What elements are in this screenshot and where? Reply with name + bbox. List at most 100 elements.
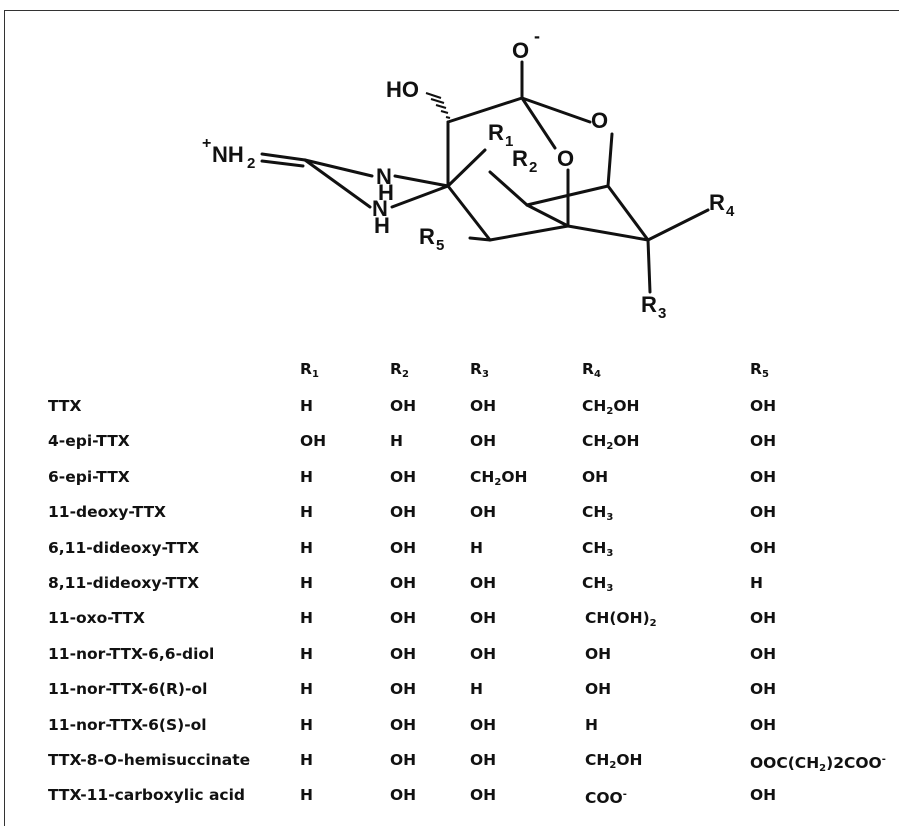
table-cell-r4: COO- xyxy=(585,789,627,808)
bond xyxy=(606,132,614,188)
table-cell-r2: OH xyxy=(390,644,417,663)
table-cell-r4: CH3 xyxy=(582,503,614,524)
bond xyxy=(606,184,650,242)
row-name: 11-oxo-TTX xyxy=(48,609,145,628)
bond xyxy=(390,184,450,209)
table-cell-r5: OH xyxy=(750,432,777,451)
bond xyxy=(520,96,557,150)
table-cell-r1: H xyxy=(300,715,313,734)
table-cell-r5: OH xyxy=(750,609,777,628)
table-cell-r2: OH xyxy=(390,609,417,628)
label-r4-sub: 4 xyxy=(726,203,735,220)
table-cell-r5: H xyxy=(750,574,763,592)
table-cell-r2: OH xyxy=(390,503,417,522)
table-cell-r5: OOC(CH2)2COO- xyxy=(750,754,886,774)
table-cell-r1: H xyxy=(300,680,313,699)
label-r3: R xyxy=(641,292,657,317)
table-cell-r2: OH xyxy=(390,538,417,557)
table-cell-r1: H xyxy=(300,609,313,628)
bond xyxy=(488,224,570,242)
label-r4: R xyxy=(709,190,725,215)
table-cell-r4: H xyxy=(585,715,598,734)
atom-nh-lower-h: H xyxy=(374,213,390,238)
table-cell-r1: H xyxy=(300,467,313,486)
table-cell-r4: CH3 xyxy=(582,538,614,559)
atom-nh-upper-n: N xyxy=(376,164,392,189)
table-cell-r5: OH xyxy=(750,680,777,699)
atom-o-ring-lower: O xyxy=(557,146,574,171)
bond xyxy=(646,238,652,294)
table-cell-r5: OH xyxy=(750,397,777,415)
row-name: 11-deoxy-TTX xyxy=(48,503,166,522)
row-name: 11-nor-TTX-6(S)-ol xyxy=(48,715,207,734)
column-header-r4: R4 xyxy=(582,360,601,380)
bond xyxy=(566,224,650,242)
table-cell-r5: OH xyxy=(750,503,777,522)
table-cell-r3: OH xyxy=(470,574,497,592)
row-name: TTX-8-O-hemisuccinate xyxy=(48,751,251,769)
table-cell-r3: OH xyxy=(470,644,497,663)
table-cell-r4: OH xyxy=(582,467,609,486)
atom-o-minus: O xyxy=(512,38,529,63)
table-cell-r3: OH xyxy=(470,786,497,805)
table-cell-r2: OH xyxy=(390,574,417,592)
table-cell-r4: CH2OH xyxy=(582,432,640,453)
charge-o-minus: - xyxy=(534,26,540,46)
atom-nh2-sub: 2 xyxy=(247,155,255,172)
bond xyxy=(446,184,492,242)
table-cell-r4: CH3 xyxy=(582,574,614,594)
column-header-r3: R3 xyxy=(470,360,489,380)
row-name: 6-epi-TTX xyxy=(48,467,130,486)
table-cell-r4: OH xyxy=(585,680,612,699)
column-header-r2: R2 xyxy=(390,360,409,380)
table-cell-r2: OH xyxy=(390,680,417,699)
row-name: 8,11-dideoxy-TTX xyxy=(48,574,200,592)
table-cell-r5: OH xyxy=(750,715,777,734)
table-cell-r3: OH xyxy=(470,397,497,415)
bond xyxy=(446,96,524,124)
atom-nh-upper-h: H xyxy=(378,180,394,205)
bond xyxy=(260,152,307,162)
table-cell-r2: OH xyxy=(390,715,417,734)
row-name: 6,11-dideoxy-TTX xyxy=(48,538,200,557)
label-r5-sub: 5 xyxy=(436,237,444,254)
table-cell-r3: OH xyxy=(470,432,497,451)
bond xyxy=(525,203,570,228)
table-cell-r3: OH xyxy=(470,503,497,522)
bond xyxy=(303,158,372,209)
column-header-r5: R5 xyxy=(750,360,769,380)
bond xyxy=(446,148,487,188)
table-cell-r1: OH xyxy=(300,432,327,451)
bond xyxy=(393,174,450,188)
bond xyxy=(488,170,529,207)
bond xyxy=(303,158,374,178)
row-name: 11-nor-TTX-6(R)-ol xyxy=(48,680,208,699)
row-name: TTX-11-carboxylic acid xyxy=(48,786,246,805)
column-header-r1: R1 xyxy=(300,360,319,380)
table-cell-r1: H xyxy=(300,786,313,805)
table-cell-r4: CH(OH)2 xyxy=(585,609,657,630)
atom-nh-lower-n: N xyxy=(372,196,388,221)
atom-ho: HO xyxy=(386,77,419,102)
label-r1-sub: 1 xyxy=(505,133,513,150)
label-r2: R xyxy=(512,146,528,171)
table-cell-r3: H xyxy=(470,538,483,557)
table-cell-r3: OH xyxy=(470,609,497,628)
table-cell-r5: OH xyxy=(750,786,777,805)
hashed-wedge xyxy=(425,92,451,119)
table-cell-r1: H xyxy=(300,644,313,663)
table-cell-r5: OH xyxy=(750,467,777,486)
figure-frame xyxy=(4,10,899,826)
bond xyxy=(260,159,305,168)
table-cell-r1: H xyxy=(300,503,313,522)
table-cell-r5: OH xyxy=(750,644,777,663)
table-cell-r2: H xyxy=(390,432,403,451)
charge-nh2-plus: + xyxy=(202,135,211,152)
row-name: 11-nor-TTX-6,6-diol xyxy=(48,644,215,663)
bond xyxy=(468,236,492,242)
bond xyxy=(520,96,592,124)
table-cell-r2: OH xyxy=(390,467,417,486)
table-cell-r2: OH xyxy=(390,397,417,415)
row-name: 4-epi-TTX xyxy=(48,432,130,451)
